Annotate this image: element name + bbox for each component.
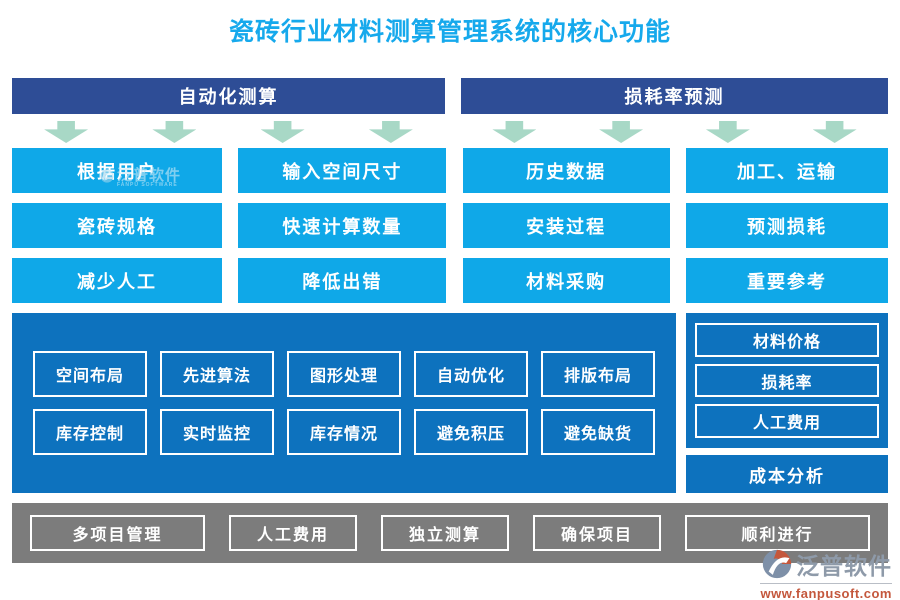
- feature-box: 预测损耗: [685, 203, 888, 248]
- watermark: 泛普软件 FANPU SOFTWARE: [100, 168, 181, 188]
- cost-factor-box: 人工费用: [695, 404, 879, 439]
- feature-box: 重要参考: [685, 258, 888, 303]
- capability-box: 库存情况: [287, 409, 401, 455]
- capability-box: 排版布局: [541, 351, 655, 397]
- brand-row: 泛普软件: [762, 547, 892, 581]
- project-label: 顺利进行: [741, 527, 814, 544]
- cost-factor-label: 人工费用: [752, 415, 821, 433]
- feature-label: 降低出错: [302, 271, 383, 292]
- capability-label: 实时监控: [182, 426, 251, 443]
- cost-analysis-box: 成本分析: [686, 455, 888, 493]
- cost-factor-box: 材料价格: [695, 323, 879, 357]
- capability-label: 空间布局: [55, 368, 124, 385]
- feature-label: 安装过程: [526, 216, 607, 237]
- capability-row: 空间布局 先进算法 图形处理 自动优化 排版布局: [12, 351, 676, 397]
- feature-box: 瓷砖规格: [12, 203, 222, 248]
- feature-box: 根据用户 泛普软件 FANPU SOFTWARE: [12, 148, 222, 193]
- capability-label: 排版布局: [563, 368, 632, 385]
- down-arrow-icon: [44, 121, 89, 143]
- feature-label: 根据用户: [77, 161, 157, 182]
- down-arrow-icon: [599, 121, 644, 143]
- feature-box: 历史数据: [462, 148, 670, 193]
- capability-label: 先进算法: [182, 368, 251, 385]
- feature-label: 加工、运输: [736, 161, 837, 182]
- feature-label: 重要参考: [746, 271, 827, 292]
- down-arrow-icon: [260, 121, 305, 143]
- capability-box: 图形处理: [287, 351, 401, 397]
- arrow-row-left: [12, 121, 445, 145]
- project-label: 独立测算: [408, 527, 481, 544]
- feature-label: 减少人工: [77, 271, 157, 292]
- feature-label: 瓷砖规格: [77, 216, 157, 237]
- capability-box: 避免积压: [414, 409, 528, 455]
- cost-factor-label: 损耗率: [761, 374, 813, 392]
- capability-label: 避免缺货: [563, 426, 632, 443]
- feature-box: 输入空间尺寸: [238, 148, 447, 193]
- page-title: 瓷砖行业材料测算管理系统的核心功能: [228, 18, 671, 46]
- project-box: 独立测算: [381, 515, 509, 551]
- capability-label: 库存控制: [55, 426, 124, 443]
- feature-box: 减少人工: [12, 258, 222, 303]
- capability-box: 空间布局: [33, 351, 147, 397]
- project-management-bar: 多项目管理 人工费用 独立测算 确保项目 顺利进行: [12, 503, 888, 563]
- feature-label: 快速计算数量: [282, 216, 403, 237]
- fanpu-logo-icon: [762, 549, 792, 579]
- capability-box: 先进算法: [160, 351, 274, 397]
- brand-url: www.fanpusoft.com: [760, 583, 892, 600]
- capability-row: 库存控制 实时监控 库存情况 避免积压 避免缺货: [12, 409, 676, 455]
- watermark-text: 泛普软件: [117, 167, 182, 184]
- feature-box: 降低出错: [238, 258, 447, 303]
- feature-label: 预测损耗: [746, 216, 827, 237]
- capability-label: 避免积压: [436, 426, 505, 443]
- header-automated-calc: 自动化测算: [12, 78, 445, 114]
- feature-box: 快速计算数量: [238, 203, 447, 248]
- project-label: 确保项目: [560, 527, 633, 544]
- feature-box: 加工、运输: [685, 148, 888, 193]
- fanpu-logo-icon: [100, 168, 114, 183]
- feature-box: 安装过程: [462, 203, 670, 248]
- project-box: 多项目管理: [30, 515, 205, 551]
- feature-label: 历史数据: [526, 161, 607, 182]
- capability-box: 避免缺货: [541, 409, 655, 455]
- feature-box: 材料采购: [462, 258, 670, 303]
- down-arrow-icon: [705, 121, 750, 143]
- cost-factor-panel: 材料价格 损耗率 人工费用: [686, 313, 888, 448]
- header-label: 损耗率预测: [624, 87, 725, 107]
- down-arrow-icon: [152, 121, 197, 143]
- cost-factor-box: 损耗率: [695, 363, 879, 398]
- cost-analysis-label: 成本分析: [749, 466, 825, 486]
- feature-grid: 根据用户 泛普软件 FANPU SOFTWARE 输入空间尺寸 历史数据 加工、…: [12, 148, 888, 303]
- feature-label: 输入空间尺寸: [282, 161, 403, 182]
- arrow-row-right: [461, 121, 888, 145]
- project-label: 多项目管理: [72, 527, 163, 544]
- capability-label: 自动优化: [436, 368, 505, 385]
- down-arrow-icon: [812, 121, 857, 143]
- capability-label: 图形处理: [309, 368, 378, 385]
- down-arrow-icon: [368, 121, 413, 143]
- brand-footer: 泛普软件 www.fanpusoft.com: [760, 547, 892, 600]
- watermark-subtext: FANPU SOFTWARE: [117, 182, 178, 188]
- cost-factor-label: 材料价格: [752, 333, 821, 351]
- project-box: 顺利进行: [685, 515, 870, 551]
- brand-name: 泛普软件: [796, 553, 892, 579]
- capability-box: 自动优化: [414, 351, 528, 397]
- capability-box: 库存控制: [33, 409, 147, 455]
- project-box: 确保项目: [533, 515, 661, 551]
- capability-box: 实时监控: [160, 409, 274, 455]
- down-arrow-icon: [492, 121, 537, 143]
- capability-label: 库存情况: [309, 426, 378, 443]
- header-label: 自动化测算: [178, 87, 279, 107]
- feature-label: 材料采购: [526, 271, 607, 292]
- project-box: 人工费用: [229, 515, 357, 551]
- project-label: 人工费用: [256, 527, 329, 544]
- header-loss-rate: 损耗率预测: [461, 78, 888, 114]
- core-capability-panel: 空间布局 先进算法 图形处理 自动优化 排版布局 库存控制 实时监控 库存情况 …: [12, 313, 676, 493]
